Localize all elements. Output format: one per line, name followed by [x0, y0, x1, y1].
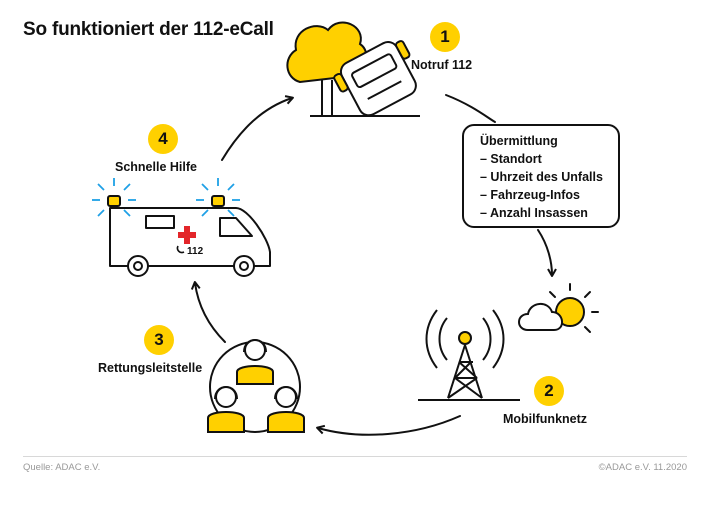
dispatch-center-icon — [207, 339, 305, 433]
step-4-badge: 4 — [148, 124, 178, 154]
footer-source: Quelle: ADAC e.V. — [23, 462, 101, 473]
footer-copyright: ©ADAC e.V. 11.2020 — [598, 462, 687, 473]
ambulance-phone-number: 112 — [187, 246, 204, 257]
siren-light-left — [92, 178, 136, 217]
info-item-location: – Standort — [480, 152, 542, 166]
footer-divider — [23, 456, 687, 457]
siren-light-right — [196, 178, 240, 217]
crash-scene-illustration — [286, 21, 420, 117]
info-item-time: – Uhrzeit des Unfalls — [480, 170, 603, 184]
overturned-car-icon — [333, 40, 417, 117]
info-item-vehicle: – Fahrzeug-Infos — [480, 188, 581, 202]
sun-cloud-icon — [518, 283, 599, 333]
dispatcher-right — [267, 386, 305, 433]
info-box-heading: Übermittlung — [480, 134, 558, 148]
step-1-badge: 1 — [430, 22, 460, 52]
step-4-label: Schnelle Hilfe — [115, 160, 197, 174]
step-2-label: Mobilfunknetz — [503, 412, 588, 426]
dispatcher-top — [236, 339, 274, 385]
info-box-list: – Standort – Uhrzeit des Unfalls – Fahrz… — [480, 150, 618, 222]
step-3-badge: 3 — [144, 325, 174, 355]
cycle-arrows — [190, 94, 557, 436]
arrow-step2-to-step3 — [316, 415, 461, 436]
page-title: So funktioniert der 112-eCall — [23, 19, 274, 40]
arrow-box-to-step2 — [537, 229, 557, 277]
info-item-occupants: – Anzahl Insassen — [480, 206, 588, 220]
arrow-step3-to-step4 — [190, 281, 226, 343]
dispatcher-left — [207, 386, 245, 433]
phone-icon — [176, 245, 185, 254]
ambulance-icon: 112 — [92, 178, 271, 277]
transmission-info-box: Übermittlung – Standort – Uhrzeit des Un… — [462, 124, 620, 228]
arrow-step4-to-step1 — [221, 95, 294, 161]
radio-tower-icon — [418, 309, 520, 401]
arrow-step1-to-box — [445, 94, 496, 123]
step-1-label: Notruf 112 — [411, 58, 473, 72]
step-2-badge: 2 — [534, 376, 564, 406]
step-3-label: Rettungsleitstelle — [98, 361, 203, 375]
